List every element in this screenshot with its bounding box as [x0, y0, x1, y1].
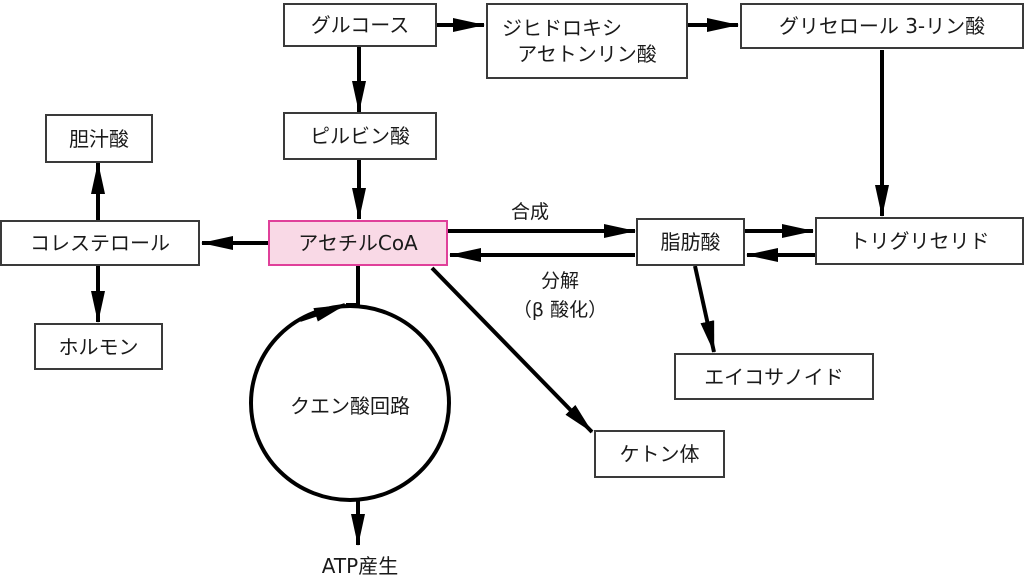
node-glycerol-3-phosphate: グリセロール 3-リン酸: [740, 3, 1024, 49]
arrow-acetylcoa-into-cycle: [346, 266, 360, 307]
node-dhap-label-line1: ジヒドロキシ: [502, 16, 622, 40]
node-pyruvate-label: ピルビン酸: [310, 124, 410, 148]
node-pyruvate: ピルビン酸: [283, 112, 437, 160]
edge-label-beta-oxidation: （β 酸化）: [512, 299, 608, 321]
node-bile-acid: 胆汁酸: [45, 114, 153, 163]
node-triglyceride: トリグリセリド: [815, 217, 1024, 265]
citric-cycle-circle: [249, 304, 451, 502]
node-dhap-label-line2: アセトンリン酸: [517, 42, 657, 66]
node-acetyl-coa: アセチルCoA: [268, 220, 448, 266]
node-cholesterol: コレステロール: [0, 220, 200, 266]
node-bile-acid-label: 胆汁酸: [69, 126, 129, 151]
node-ketone-body-label: ケトン体: [619, 442, 700, 466]
edge-label-degradation: 分解: [540, 270, 579, 292]
node-glucose: グルコース: [283, 3, 437, 47]
node-triglyceride-label: トリグリセリド: [849, 229, 990, 253]
node-hormone: ホルモン: [34, 323, 163, 370]
node-eicosanoid: エイコサノイド: [674, 353, 874, 400]
node-glucose-label: グルコース: [310, 13, 410, 37]
node-cholesterol-label: コレステロール: [30, 231, 170, 255]
atp-production-label: ATP産生: [321, 554, 399, 578]
node-eicosanoid-label: エイコサノイド: [704, 364, 844, 389]
node-fatty-acid: 脂肪酸: [636, 218, 745, 266]
node-ketone-body: ケトン体: [594, 430, 725, 478]
node-acetyl-coa-label: アセチルCoA: [298, 231, 418, 255]
arrow-fattyacid-to-eicosanoid: [693, 265, 716, 353]
node-dhap: ジヒドロキシ アセトンリン酸: [486, 3, 688, 79]
node-glycerol-3-phosphate-label: グリセロール 3-リン酸: [778, 14, 986, 38]
arrow-acetylcoa-to-ketone: [430, 266, 594, 434]
node-hormone-label: ホルモン: [58, 334, 139, 359]
node-fatty-acid-label: 脂肪酸: [660, 230, 721, 254]
edge-label-synthesis: 合成: [510, 201, 549, 223]
arrow-cycle-entry: [299, 303, 346, 322]
citric-cycle-label: クエン酸回路: [290, 394, 410, 418]
